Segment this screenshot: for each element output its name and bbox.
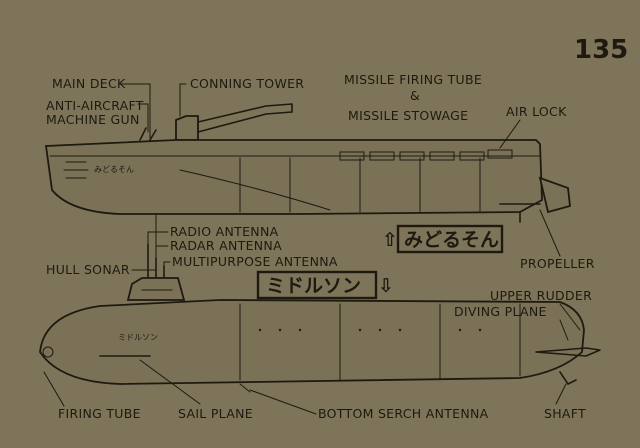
label-air-lock: AIR LOCK [506,104,567,119]
label-diving-plane: DIVING PLANE [454,304,547,319]
upper-conning-tower [175,115,199,141]
label-anti-aircraft-gun: ANTI-AIRCRAFT MACHINE GUN [46,98,148,127]
lower-shaft [559,371,577,385]
page-number: 135 [574,35,628,65]
katakana-name: ミドルソン [266,275,361,297]
label-firing-tube: FIRING TUBE [58,406,141,421]
lower-diving-plane [535,347,601,357]
label-multipurpose-antenna: MULTIPURPOSE ANTENNA [172,254,338,269]
upper-propeller [538,176,571,214]
hiragana-name-box: ⇧ みどるそん [382,224,504,254]
lower-hull [39,299,585,385]
label-radio-antenna: RADIO ANTENNA [170,224,279,239]
hiragana-name: みどるそん [404,229,499,251]
lower-hull-name: ミドルソン [118,333,158,342]
upper-hull [44,139,543,215]
label-radar-antenna: RADAR ANTENNA [170,238,282,253]
label-propeller: PROPELLER [520,256,595,271]
label-shaft: SHAFT [544,406,586,421]
label-conning-tower: CONNING TOWER [190,76,304,91]
upper-crane [197,103,293,133]
label-bottom-search-antenna: BOTTOM SERCH ANTENNA [318,406,489,421]
katakana-name-box: ミドルソン ⇩ [256,270,394,300]
lower-ship: ミドルソン [39,243,601,393]
label-missile-stowage: MISSILE STOWAGE [348,108,468,123]
label-ampersand: & [410,88,420,103]
label-missile-firing-tube: MISSILE FIRING TUBE [344,72,482,87]
label-hull-sonar: HULL SONAR [46,262,130,277]
svg-text:⇩: ⇩ [378,275,394,297]
upper-ship: みどるそん [44,103,571,223]
label-sail-plane: SAIL PLANE [178,406,253,421]
svg-text:⇧: ⇧ [382,229,398,251]
lower-sail [126,277,186,301]
label-upper-rudder: UPPER RUDDER [490,288,592,303]
upper-hull-name: みどるそん [94,165,134,174]
label-main-deck: MAIN DECK [52,76,126,91]
